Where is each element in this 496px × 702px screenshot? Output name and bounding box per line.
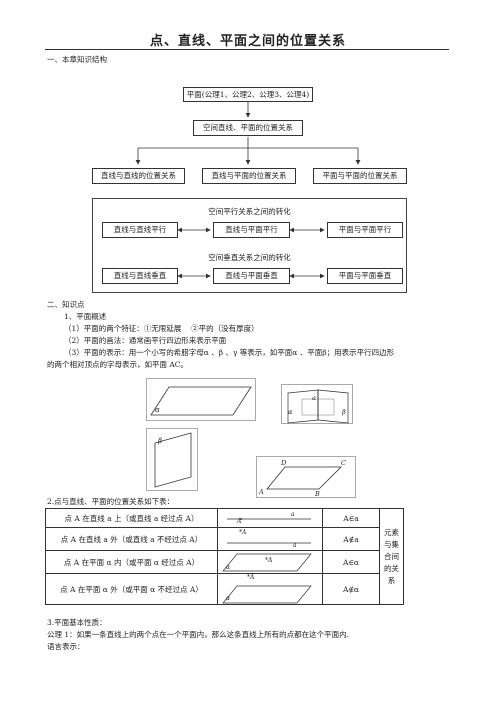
table-cell-desc: 点 A 在直线 a 外（或直线 a 不经过点 A） — [45, 527, 218, 551]
table-cell-figure: *A α — [217, 550, 323, 574]
parallel-line-plane: 直线与平面平行 — [213, 222, 290, 238]
table-row: 点 A 在直线 a 外（或直线 a 不经过点 A） *A a A∉a — [45, 527, 404, 551]
fig-label-alpha: α — [226, 595, 231, 602]
table-row: 点 A 在直线 a 上（或直线 a 经过点 A） A a A∈a 元素与集合间的… — [45, 508, 404, 605]
figure-plane-ac: D C A B — [256, 456, 356, 498]
section-heading-knowledge: 二、知识点 — [47, 300, 85, 309]
parallel-line-line: 直线与直线平行 — [102, 222, 178, 238]
table-cell-figure: A a — [217, 508, 323, 528]
table-cell-symbol: A∈α — [322, 550, 380, 574]
fig-label-alpha: α — [226, 564, 231, 571]
figure-plane-beta: β — [146, 428, 198, 491]
label-beta-2: β — [342, 408, 346, 416]
table-cell-figure: *A α — [217, 573, 323, 605]
perp-transform-title: 空间垂直关系之间的转化 — [208, 253, 291, 262]
table-row: 点 A 在平面 α 内（或平面 α 经过点 A） *A α A∈α — [45, 550, 404, 574]
fig-label-a: a — [293, 542, 297, 549]
language-expression-label: 语言表示： — [47, 642, 85, 651]
fig-label-a: a — [291, 511, 295, 518]
figure-plane-alpha: α — [146, 378, 256, 421]
label-C: C — [341, 459, 346, 467]
fig-label-A: A — [237, 518, 242, 525]
fig-label-dotA: *A — [247, 574, 255, 581]
parallel-plane-plane: 平面与平面平行 — [327, 222, 403, 238]
diagram-leaf-line-line: 直线与直线的位置关系 — [92, 168, 185, 184]
label-alpha-2: α — [288, 408, 293, 416]
table-cell-desc: 点 A 在平面 α 内（或平面 α 经过点 A） — [45, 550, 218, 574]
diagram-middle-box: 空间直线、平面的位置关系 — [193, 120, 303, 136]
fig-label-dotA: *A — [265, 557, 273, 564]
label-alpha: α — [155, 406, 160, 414]
perp-line-line: 直线与直线垂直 — [102, 268, 178, 284]
diagram-leaf-line-plane: 直线与平面的位置关系 — [202, 168, 296, 184]
figure-intersecting-planes: a α β — [281, 384, 353, 424]
page-title: 点、直线、平面之间的位置关系 — [149, 34, 346, 49]
table-cell-symbol: A∈a — [322, 508, 380, 528]
table-row: 点 A 在平面 α 外（或平面 α 不经过点 A） *A α A∉α — [45, 573, 404, 605]
label-D: D — [281, 459, 287, 467]
perp-plane-plane: 平面与平面垂直 — [327, 268, 403, 284]
table-cell-desc: 点 A 在直线 a 上（或直线 a 经过点 A） — [45, 508, 218, 528]
point-relations-heading: 2.点与直线、平面的位置关系如下表： — [47, 497, 175, 506]
transformation-panel — [92, 198, 407, 293]
label-A: A — [259, 488, 264, 496]
point-basic-properties: 3.平面基本性质： — [47, 618, 107, 627]
point-plane-overview: 1、平面概述 — [64, 312, 107, 321]
label-a: a — [312, 394, 316, 402]
axiom-1-text: 公理 1：如果一条直线上的两个点在一个平面内，那么这条直线上所有的点都在这个平面… — [47, 630, 350, 639]
table-cell-figure: *A a — [217, 527, 323, 551]
table-cell-symbol: A∉a — [322, 527, 380, 551]
table-cell-symbol: A∉α — [322, 573, 380, 605]
plane-notation-line-cont: 的两个相对顶点的字母表示，如平面 AC。 — [47, 360, 189, 369]
fig-label-dotA: *A — [239, 529, 247, 536]
perp-line-plane: 直线与平面垂直 — [213, 268, 290, 284]
label-beta: β — [158, 437, 163, 445]
diagram-leaf-plane-plane: 平面与平面的位置关系 — [313, 168, 407, 184]
plane-drawing-line: （2）平面的画法：通常画平行四边形来表示平面 — [64, 336, 227, 345]
table-cell-desc: 点 A 在平面 α 外（或平面 α 不经过点 A） — [45, 573, 218, 605]
parallel-transform-title: 空间平行关系之间的转化 — [208, 207, 291, 216]
diagram-root-box: 平面(公理1、公理2、公理3、公理4) — [183, 87, 313, 102]
plane-features-line: （1）平面的两个特征：①无限延展 ②平的（没有厚度） — [64, 324, 259, 333]
plane-notation-line: （3）平面的表示：用一个小写的希腊字母α 、β 、γ 等表示，如平面α 、平面β… — [64, 348, 395, 357]
table-cell-note: 元素与集合间的关系 — [379, 508, 404, 605]
point-relation-table: 点 A 在直线 a 上（或直线 a 经过点 A） A a A∈a 元素与集合间的… — [45, 508, 404, 605]
label-B: B — [315, 490, 320, 498]
title-divider — [45, 49, 449, 50]
section-heading-structure: 一、本章知识结构 — [47, 55, 107, 64]
